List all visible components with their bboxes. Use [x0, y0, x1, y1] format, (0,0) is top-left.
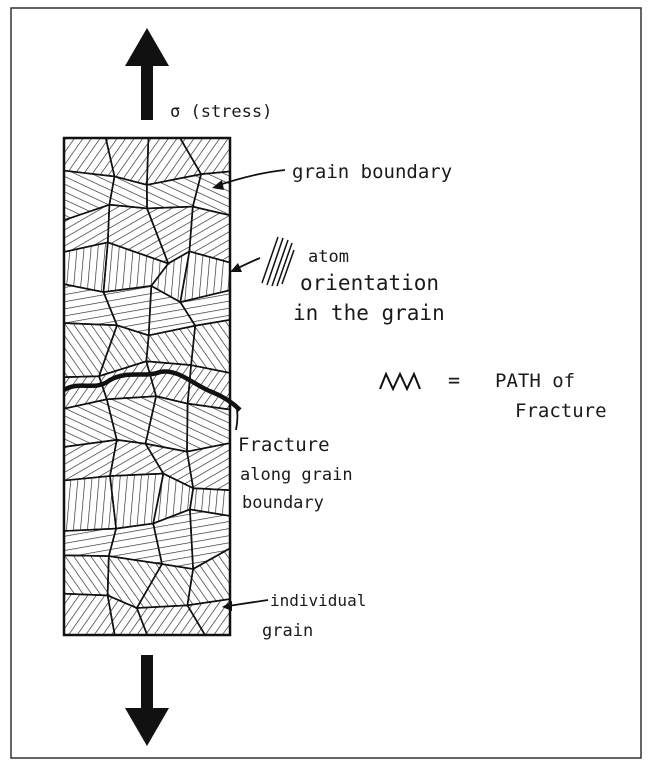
- atom-orientation-hatch-icon: [262, 237, 294, 286]
- stress-arrow-up: [125, 28, 169, 120]
- fracture-label-line1: Fracture: [238, 434, 330, 456]
- grain: [62, 476, 116, 531]
- grain: [62, 594, 115, 637]
- grain: [188, 365, 232, 410]
- grain: [62, 440, 117, 481]
- grain: [191, 320, 232, 374]
- fracture-label-line3: boundary: [242, 493, 324, 513]
- individual-label-line2: grain: [262, 621, 313, 641]
- equals-sign: =: [448, 368, 460, 392]
- grain: [187, 443, 232, 491]
- individual-grain-leader: [228, 600, 268, 606]
- grain: [62, 529, 116, 557]
- fracture-label-line2: along grain: [240, 465, 353, 485]
- atom-label-line3: in the grain: [293, 301, 445, 325]
- fracture-leader: [236, 404, 238, 430]
- stress-label: σ (stress): [170, 102, 272, 122]
- grain-boundary-label: grain boundary: [292, 161, 452, 183]
- individual-label-line1: individual: [270, 591, 366, 610]
- stress-arrow-down: [125, 655, 169, 746]
- path-symbol-zigzag: [380, 374, 420, 389]
- atom-label-line1: atom: [308, 247, 349, 267]
- grain: [62, 555, 109, 595]
- fracture-legend-label: Fracture: [515, 400, 607, 422]
- path-of-label: PATH of: [495, 370, 575, 392]
- atom-label-line2: orientation: [300, 271, 439, 295]
